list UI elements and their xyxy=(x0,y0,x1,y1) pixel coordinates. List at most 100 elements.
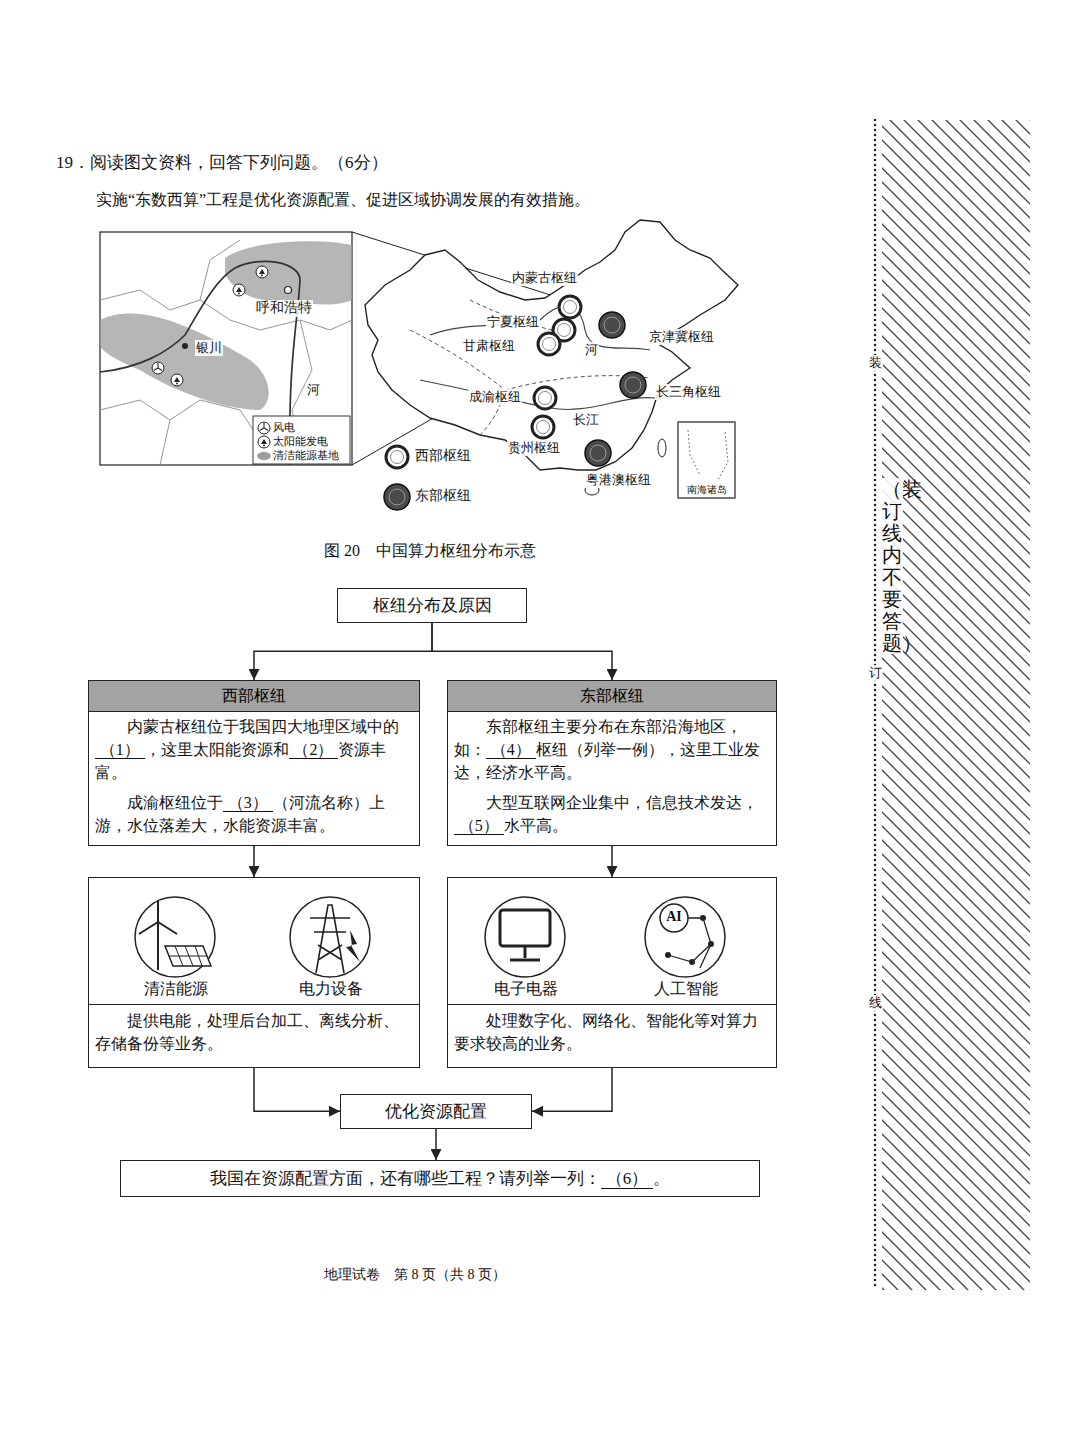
icon-panel: 电子电器人工智能处理数字化、网络化、智能化等对算力要求较高的业务。 xyxy=(447,877,777,1068)
icon-panel: 清洁能源电力设备提供电能，处理后台加工、离线分析、存储备份等业务。 xyxy=(88,877,420,1068)
answer-blank: （4） xyxy=(486,741,536,759)
panel-divider xyxy=(448,1004,776,1005)
icon-caption: 电子电器 xyxy=(476,979,576,1000)
monitor-icon xyxy=(485,897,565,977)
process-box: 枢纽分布及原因 xyxy=(337,588,527,623)
panel-text: 成渝枢纽位于（3）（河流名称）上游，水位落差大，水能资源丰富。 xyxy=(89,788,419,840)
ai-icon xyxy=(668,918,711,968)
icon-text: AI xyxy=(665,909,683,926)
binding-margin xyxy=(875,120,1030,1290)
page-footer: 地理试卷 第 8 页（共 8 页） xyxy=(323,1267,507,1284)
clean-energy-icon xyxy=(165,946,211,966)
binding-margin xyxy=(874,120,877,1290)
ai-icon xyxy=(660,904,688,932)
process-box: 优化资源配置 xyxy=(340,1094,532,1129)
binding-note: （装订线内不要答题） xyxy=(881,478,903,654)
south-sea-inset xyxy=(678,422,735,498)
solar-symbol xyxy=(256,266,268,278)
flow-arrow xyxy=(254,623,432,681)
west-hub-marker xyxy=(386,296,581,468)
panel-heading: 东部枢纽 xyxy=(448,681,776,712)
legend-label: 西部枢纽 xyxy=(415,448,471,463)
south-sea-dashes xyxy=(688,430,728,480)
panel-text: 处理数字化、网络化、智能化等对算力要求较高的业务。 xyxy=(448,1009,776,1055)
province-border xyxy=(100,240,352,465)
clean-energy-base xyxy=(225,241,352,304)
icon-caption: 电力设备 xyxy=(281,979,381,1000)
river-name: 长江 xyxy=(572,412,600,428)
legend-label: 太阳能发电 xyxy=(273,435,328,447)
hub-panel: 西部枢纽内蒙古枢纽位于我国四大地理区域中的（1），这里太阳能资源和（2）资源丰富… xyxy=(88,680,420,846)
panel-divider xyxy=(89,1004,419,1005)
legend-symbol xyxy=(258,422,270,434)
legend-box xyxy=(253,416,350,464)
east-hub-marker xyxy=(384,484,410,510)
inset-name: 南海诸岛 xyxy=(686,484,728,496)
figure-caption: 图 20 中国算力枢纽分布示意 xyxy=(323,541,537,560)
clean-energy-icon xyxy=(169,946,207,966)
west-hub-marker xyxy=(532,416,554,438)
panel-text: 提供电能，处理后台加工、离线分析、存储备份等业务。 xyxy=(89,1009,419,1055)
west-hub-marker xyxy=(543,338,556,351)
binding-mark: 订 xyxy=(868,665,883,681)
west-hub-marker xyxy=(538,333,560,355)
river-name: 河 xyxy=(584,342,599,358)
ai-icon xyxy=(689,959,695,965)
west-hub-marker xyxy=(391,451,404,464)
city-dot xyxy=(285,287,292,294)
flow-arrow xyxy=(435,1129,437,1161)
power-tower-icon xyxy=(310,905,350,973)
solar-symbol xyxy=(171,374,183,386)
legend-entry: 太阳能发电 xyxy=(273,435,328,448)
clean-energy-icon xyxy=(135,897,215,977)
panel-heading: 西部枢纽 xyxy=(89,681,419,712)
power-tower-icon xyxy=(346,930,360,962)
answer-blank: （6） xyxy=(601,1169,654,1189)
legend-entry: 清洁能源基地 xyxy=(273,449,339,462)
answer-blank: （2） xyxy=(289,741,339,759)
ai-icon xyxy=(645,897,725,977)
box-label: 枢纽分布及原因 xyxy=(373,594,492,617)
binding-margin xyxy=(882,120,1030,1290)
panel-text: 东部枢纽主要分布在东部沿海地区，如：（4）枢纽（列举一例），这里工业发达，经济水… xyxy=(448,712,776,788)
flow-arrow xyxy=(532,1068,612,1111)
process-box: 我国在资源配置方面，还有哪些工程？请列举一列：（6）。 xyxy=(120,1160,760,1197)
legend-entry: 西部枢纽 xyxy=(415,448,471,465)
inset-map xyxy=(100,240,352,465)
binding-mark: 装 xyxy=(868,355,883,371)
legend-entry: 东部枢纽 xyxy=(415,488,471,505)
legend-label: 东部枢纽 xyxy=(415,488,471,503)
power-tower-icon xyxy=(290,897,370,977)
city-name: 呼和浩特 xyxy=(255,300,313,317)
clean-energy-icon xyxy=(135,897,215,977)
west-hub-marker xyxy=(564,301,577,314)
intro-text: 实施“东数西算”工程是优化资源配置、促进区域协调发展的有效措施。 xyxy=(95,190,591,209)
west-hub-marker xyxy=(537,421,550,434)
flow-arrow xyxy=(432,623,612,681)
legend-label: 风电 xyxy=(273,421,295,433)
panel-text: 大型互联网企业集中，信息技术发达，（5）水平高。 xyxy=(448,788,776,840)
box-label: 优化资源配置 xyxy=(385,1100,487,1123)
island xyxy=(658,439,666,457)
ai-icon xyxy=(700,915,706,921)
city-name: 银川 xyxy=(195,340,223,356)
west-hub-marker xyxy=(386,446,408,468)
answer-blank: （1） xyxy=(95,741,145,759)
east-hub-marker xyxy=(599,312,625,338)
hub-name: 京津冀枢纽 xyxy=(648,329,715,345)
monitor-icon xyxy=(485,897,565,977)
ai-icon xyxy=(665,952,671,958)
west-hub-marker xyxy=(534,387,556,409)
legend-symbol xyxy=(258,436,270,448)
ai-icon xyxy=(645,897,725,977)
hub-name: 内蒙古枢纽 xyxy=(511,270,578,286)
east-hub-marker xyxy=(389,489,405,505)
binding-mark: 线 xyxy=(868,995,883,1011)
legend-entry: 风电 xyxy=(273,421,295,434)
power-tower-icon xyxy=(290,897,370,977)
hub-name: 宁夏枢纽 xyxy=(486,314,540,330)
flow-arrow xyxy=(611,846,613,877)
east-hub-marker xyxy=(620,372,646,398)
hub-panel: 东部枢纽东部枢纽主要分布在东部沿海地区，如：（4）枢纽（列举一例），这里工业发达… xyxy=(447,680,777,846)
